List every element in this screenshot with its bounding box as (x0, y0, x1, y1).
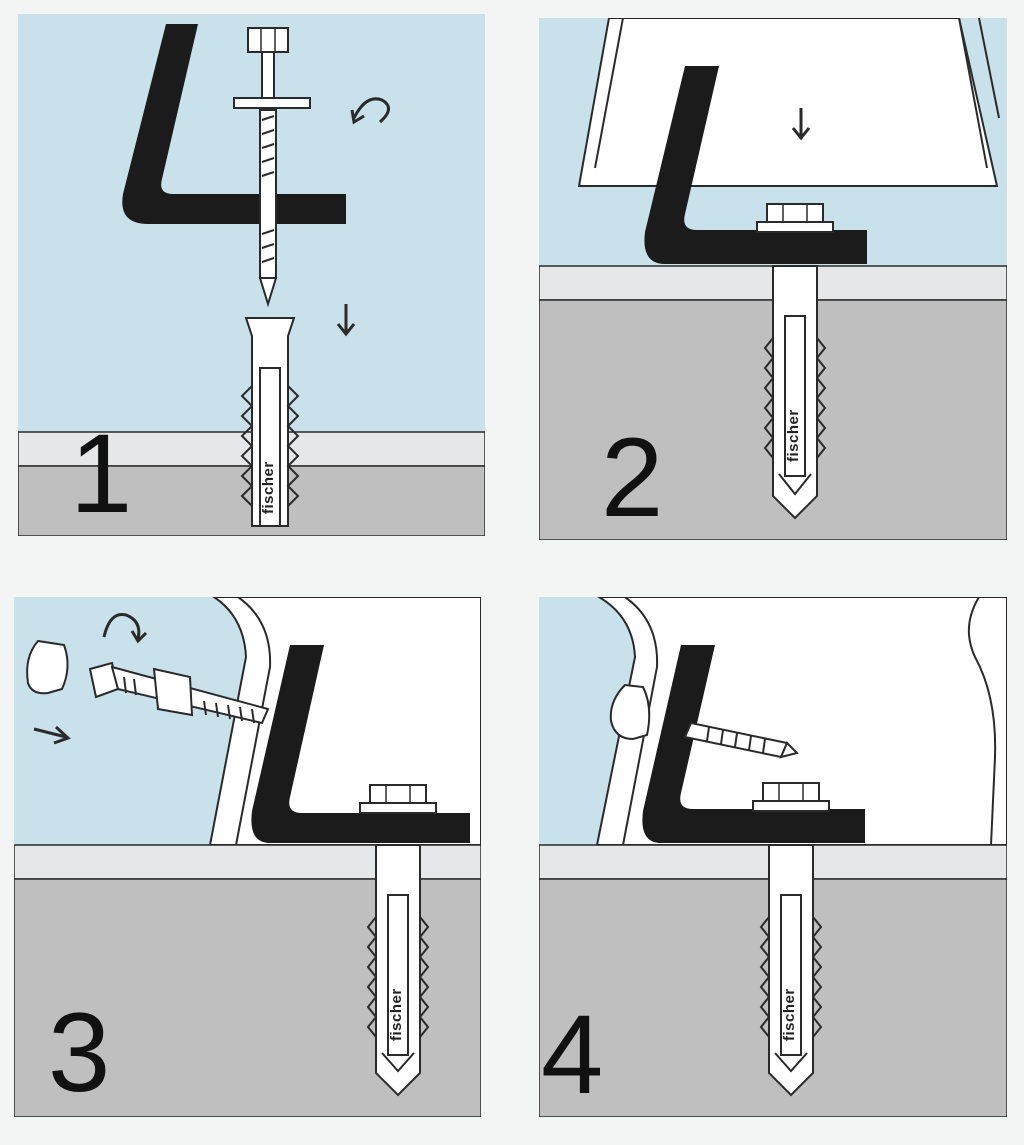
plug-brand-label: fischer (388, 988, 405, 1041)
step-number: 1 (70, 418, 132, 530)
plug-brand-label: fischer (260, 461, 277, 514)
wall-plug-icon (765, 266, 825, 518)
bumper-cap-icon (27, 641, 67, 693)
wall-plug-icon (368, 845, 428, 1095)
hex-head-icon (757, 204, 833, 232)
step-4-panel: fischer 4 (539, 597, 1007, 1117)
door-frame-icon (579, 18, 999, 186)
step-1-panel: fischer 1 (18, 14, 485, 536)
wall-plug-icon (761, 845, 821, 1095)
step-number: 3 (48, 997, 110, 1109)
step-4-illustration (539, 597, 1007, 1117)
step-3-panel: fischer 3 (14, 597, 481, 1117)
washer-icon (234, 98, 310, 108)
plug-brand-label: fischer (785, 409, 802, 462)
hex-head-icon (360, 785, 436, 813)
plug-brand-label: fischer (781, 988, 798, 1041)
hex-head-icon (753, 783, 829, 811)
step-2-panel: fischer 2 (539, 18, 1007, 540)
step-number: 4 (541, 999, 603, 1111)
step-number: 2 (601, 422, 663, 534)
